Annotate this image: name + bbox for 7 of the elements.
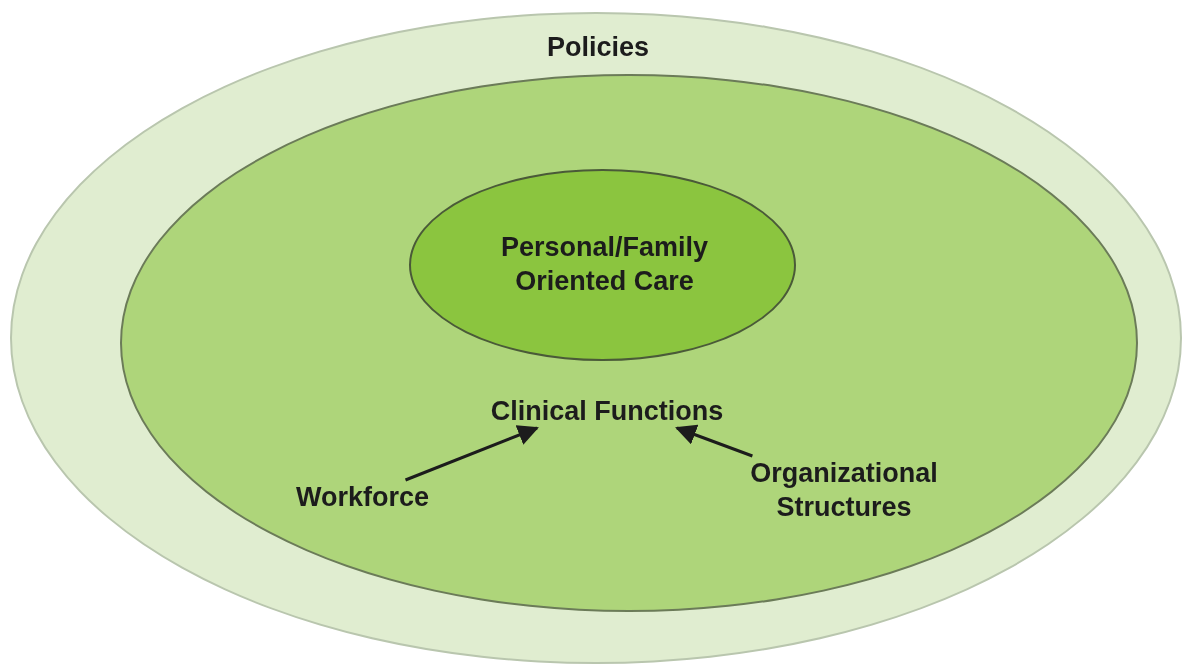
heading-label: Clinical Functions — [482, 394, 732, 428]
factor-label: Organizational Structures — [730, 456, 958, 524]
ellipse-label: Personal/Family Oriented Care — [499, 231, 710, 298]
ellipse-heading: Policies — [545, 31, 651, 64]
factor-label: Workforce — [280, 480, 445, 514]
arrow — [404, 425, 539, 482]
arrow — [675, 424, 753, 458]
